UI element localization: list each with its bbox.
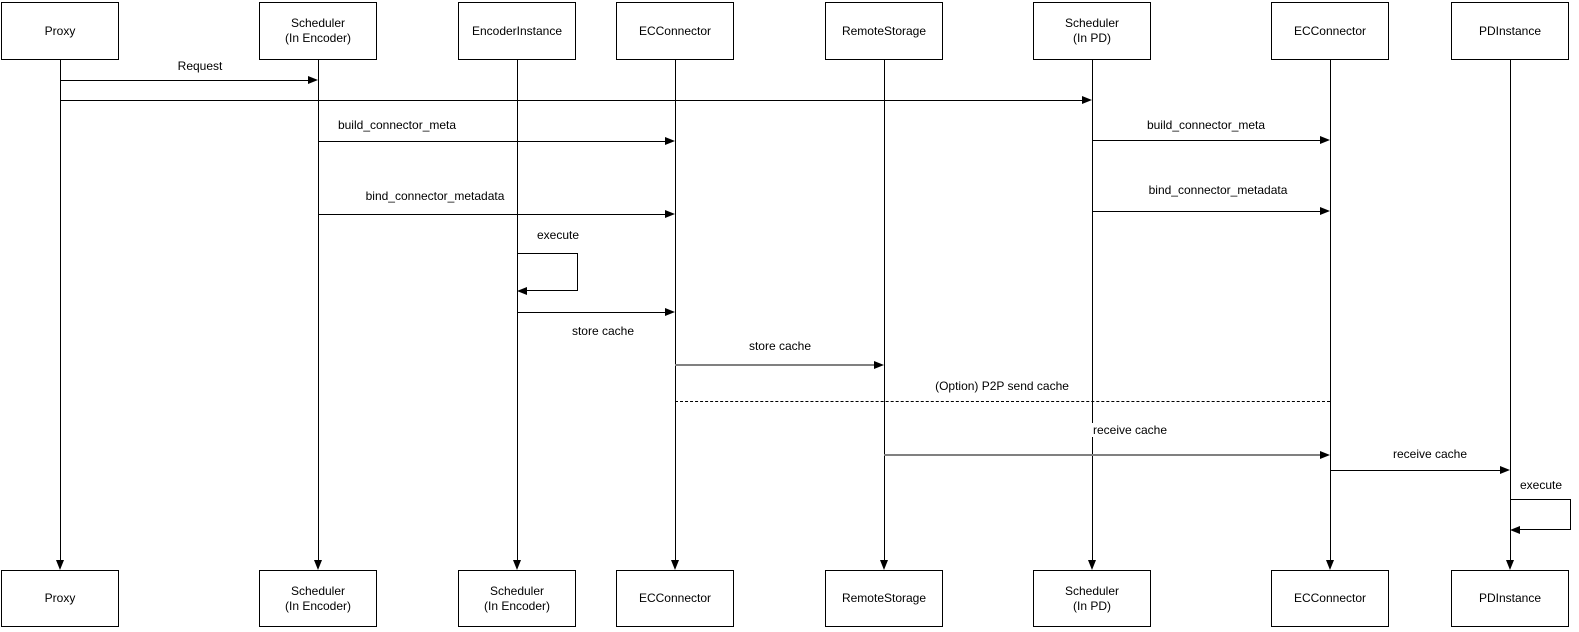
message-label-receive-cache-pd: receive cache (1390, 447, 1470, 461)
actor-box-encoder-instance-top: EncoderInstance (458, 2, 576, 60)
lifeline-arrow-down-scheduler-encoder (314, 560, 322, 570)
selfloop-right-execute-encoder (577, 253, 578, 290)
actor-box-pd-instance-top: PDInstance (1451, 2, 1569, 60)
selfloop-top-execute-encoder (517, 253, 577, 254)
message-arrow-bind-connector-metadata-right (1320, 207, 1330, 215)
message-label-build-connector-meta-right: build_connector_meta (1144, 118, 1268, 132)
lifeline-arrow-down-encoder-instance (513, 560, 521, 570)
message-label-receive-cache-remote: receive cache (1090, 423, 1170, 437)
actor-box-proxy-top: Proxy (1, 2, 119, 60)
lifeline-pd-instance (1509, 60, 1511, 560)
lifeline-ec-connector-right (1329, 60, 1331, 560)
lifeline-arrow-down-remote-storage (880, 560, 888, 570)
lifeline-remote-storage (883, 60, 885, 560)
actor-box-remote-storage-top: RemoteStorage (825, 2, 943, 60)
actor-box-scheduler-encoder-top: Scheduler (In Encoder) (259, 2, 377, 60)
actor-box-scheduler-pd-bottom: Scheduler (In PD) (1033, 570, 1151, 627)
selfloop-bottom-execute-encoder (525, 290, 578, 291)
message-line-bind-connector-metadata-right (1092, 210, 1322, 212)
message-arrow-build-connector-meta-left (665, 137, 675, 145)
selfloop-label-execute-pd: execute (1517, 478, 1565, 492)
message-line-proxy-to-scheduler-pd (60, 99, 1084, 101)
message-line-bind-connector-metadata-left (318, 213, 667, 215)
message-label-bind-connector-metadata-right: bind_connector_metadata (1146, 183, 1290, 197)
message-line-receive-cache-pd (1330, 469, 1502, 471)
lifeline-encoder-instance (516, 60, 518, 560)
actor-box-proxy-bottom: Proxy (1, 570, 119, 627)
selfloop-arrow-execute-pd (1510, 525, 1520, 534)
message-arrow-proxy-to-scheduler-pd (1082, 96, 1092, 104)
message-arrow-store-cache-remote (874, 361, 884, 369)
message-label-build-connector-meta-left: build_connector_meta (335, 118, 459, 132)
lifeline-arrow-down-ec-connector-right (1326, 560, 1334, 570)
actor-box-ec-connector-right-bottom: ECConnector (1271, 570, 1389, 627)
selfloop-top-execute-pd (1510, 499, 1570, 500)
selfloop-label-execute-encoder: execute (534, 228, 582, 242)
message-arrow-receive-cache-remote (1320, 451, 1330, 459)
lifeline-arrow-down-pd-instance (1506, 560, 1514, 570)
message-label-request: Request (175, 59, 225, 73)
lifeline-arrow-down-ec-connector-left (671, 560, 679, 570)
message-line-encoder-store-cache (517, 311, 667, 313)
message-line-build-connector-meta-right (1092, 139, 1322, 141)
selfloop-right-execute-pd (1570, 499, 1571, 529)
message-line-receive-cache-remote (884, 454, 1322, 456)
message-line-build-connector-meta-left (318, 140, 667, 142)
actor-box-ec-connector-left-top: ECConnector (616, 2, 734, 60)
lifeline-scheduler-encoder (317, 60, 319, 560)
message-arrow-encoder-store-cache (665, 308, 675, 316)
message-label-store-cache-remote: store cache (746, 339, 814, 353)
message-label-bind-connector-metadata-left: bind_connector_metadata (363, 189, 507, 203)
lifeline-scheduler-pd (1091, 60, 1093, 560)
lifeline-arrow-down-scheduler-pd (1088, 560, 1096, 570)
message-arrow-receive-cache-pd (1500, 466, 1510, 474)
message-line-request (60, 79, 310, 81)
message-arrow-build-connector-meta-right (1320, 136, 1330, 144)
actor-box-remote-storage-bottom: RemoteStorage (825, 570, 943, 627)
message-label-p2p-send-cache: (Option) P2P send cache (933, 379, 1071, 393)
message-label-encoder-store-cache: store cache (569, 324, 637, 338)
actor-box-ec-connector-right-top: ECConnector (1271, 2, 1389, 60)
message-line-store-cache-remote (675, 364, 876, 366)
actor-box-scheduler-pd-top: Scheduler (In PD) (1033, 2, 1151, 60)
actor-box-encoder-instance-bottom: Scheduler (In Encoder) (458, 570, 576, 627)
lifeline-proxy (59, 60, 61, 560)
lifeline-ec-connector-left (674, 60, 676, 560)
message-arrow-request (308, 76, 318, 84)
actor-box-scheduler-encoder-bottom: Scheduler (In Encoder) (259, 570, 377, 627)
lifeline-arrow-down-proxy (56, 560, 64, 570)
actor-box-pd-instance-bottom: PDInstance (1451, 570, 1569, 627)
message-arrow-bind-connector-metadata-left (665, 210, 675, 218)
selfloop-bottom-execute-pd (1518, 529, 1571, 530)
selfloop-arrow-execute-encoder (517, 286, 527, 295)
message-line-p2p-send-cache (675, 400, 1330, 402)
actor-box-ec-connector-left-bottom: ECConnector (616, 570, 734, 627)
